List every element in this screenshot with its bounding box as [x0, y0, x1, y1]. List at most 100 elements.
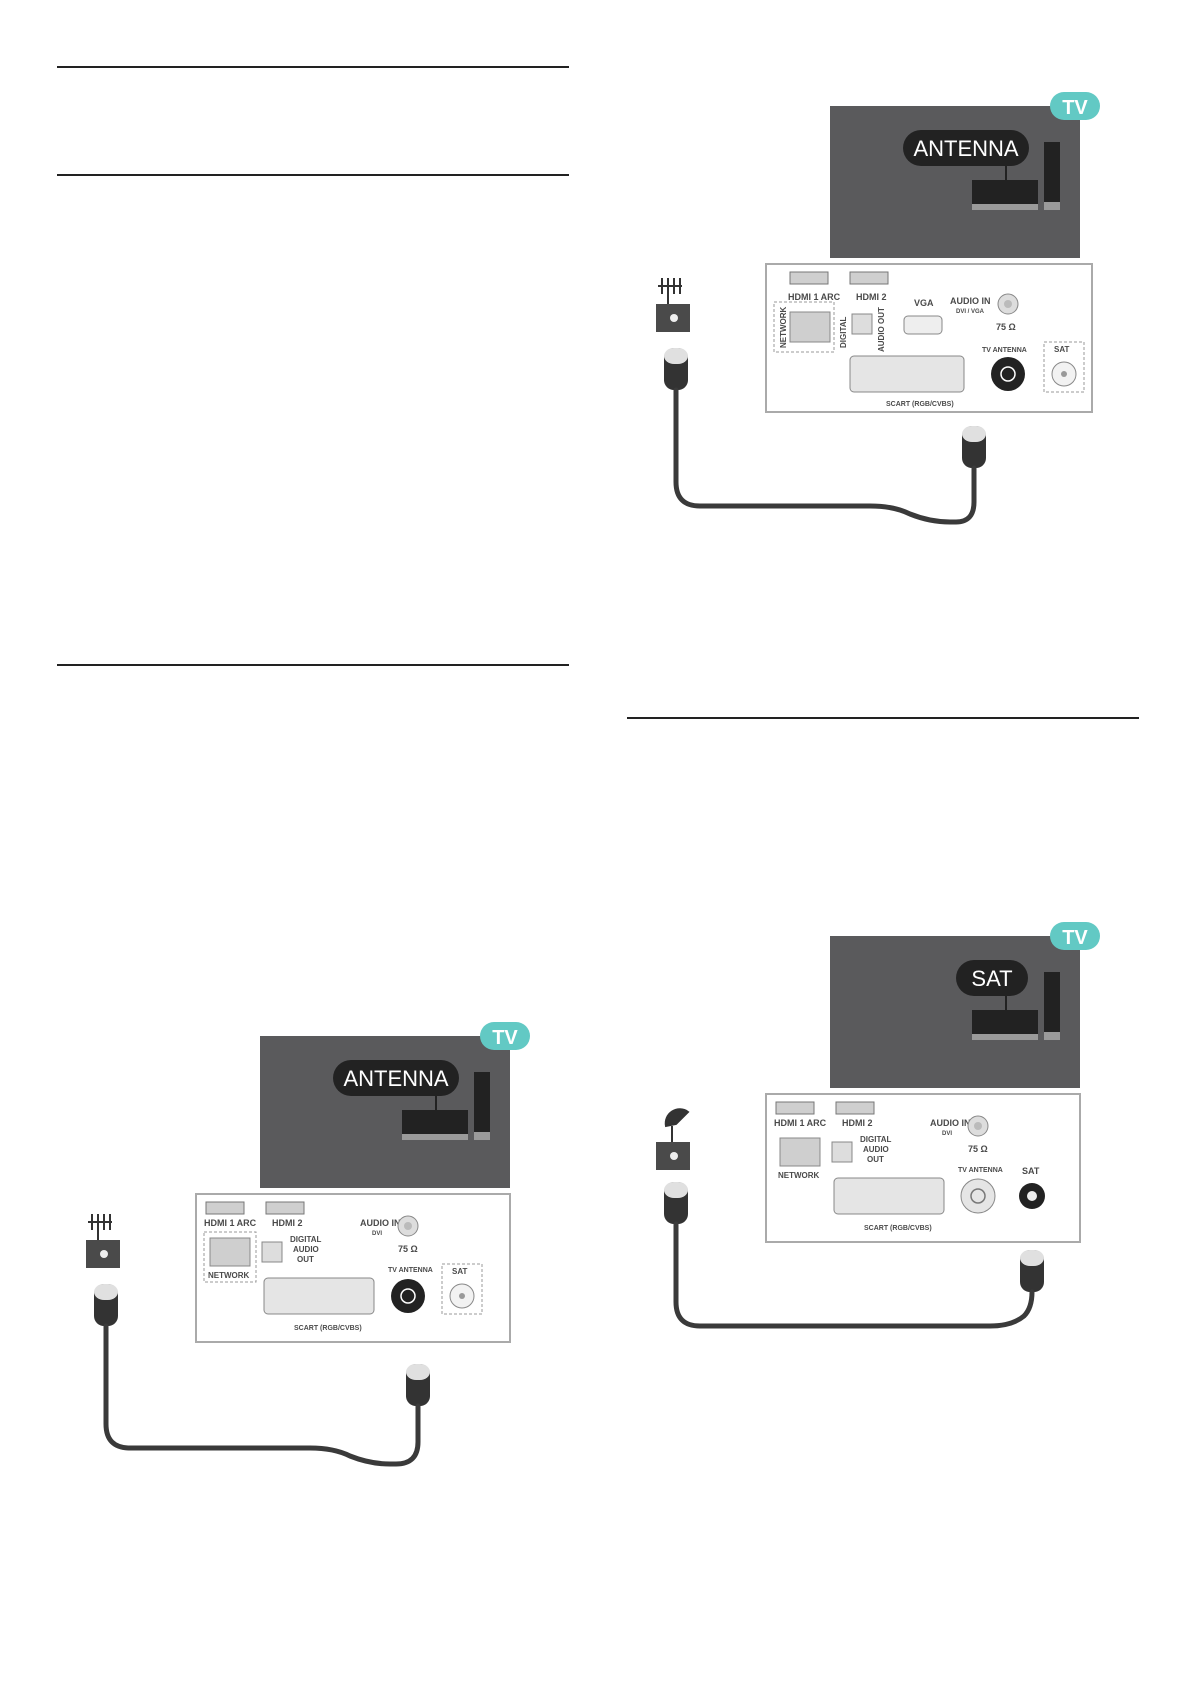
sat-callout-label: SAT — [971, 966, 1012, 991]
scart-label: SCART (RGB/CVBS) — [294, 1325, 362, 1332]
antenna-callout — [333, 1060, 459, 1096]
tv-side-bar — [1044, 142, 1060, 204]
tv-antenna-label: TV ANTENNA — [982, 347, 1027, 354]
out-label: OUT — [297, 1255, 314, 1264]
tv-badge — [480, 1022, 530, 1050]
network-frame — [203, 1231, 257, 1283]
audio-in-jack-core — [1004, 300, 1012, 308]
audio-in-label: AUDIO IN — [950, 296, 991, 306]
hdmi1-label: HDMI 1 ARC — [204, 1218, 257, 1228]
plug-left-ferrule — [664, 348, 688, 364]
satellite-cable — [673, 1221, 1035, 1329]
tv-body — [830, 936, 1080, 1088]
tv-antenna-label: TV ANTENNA — [958, 1167, 1003, 1174]
hdmi1-port — [775, 1101, 815, 1115]
connector-panel — [195, 1193, 511, 1343]
hdmi1-label: HDMI 1 ARC — [774, 1118, 827, 1128]
tv-connector-cap — [972, 1034, 1038, 1040]
connector-panel — [765, 1093, 1081, 1243]
sat-jack-core — [1061, 371, 1067, 377]
digital-label: DIGITAL — [290, 1235, 322, 1244]
ohm-label: 75 Ω — [968, 1144, 988, 1154]
tv-body — [260, 1036, 510, 1188]
section-rule-2 — [57, 174, 569, 176]
section-rule-1 — [57, 66, 569, 68]
scart-port — [849, 355, 965, 393]
wall-outlet-hole — [100, 1250, 108, 1258]
sat-frame — [441, 1263, 483, 1315]
tv-antenna-jack-ring — [400, 1288, 416, 1304]
tv-badge — [1050, 92, 1100, 120]
sat-label: SAT — [1022, 1166, 1040, 1176]
antenna-cable — [673, 387, 977, 525]
audio-in-sublabel: DVI — [372, 1231, 382, 1237]
plug-right-ferrule — [962, 426, 986, 442]
hdmi2-port — [849, 271, 889, 285]
hdmi2-label: HDMI 2 — [272, 1218, 303, 1228]
tv-antenna-jack — [960, 1178, 996, 1214]
digital-audio-port — [261, 1241, 283, 1263]
tv-antenna-jack — [991, 357, 1025, 391]
network-port — [779, 1137, 821, 1167]
audio-in-jack-core — [404, 1222, 412, 1230]
audio-in-sublabel: DVI / VGA — [956, 309, 985, 315]
section-rule-3 — [57, 664, 569, 666]
antenna-callout — [903, 130, 1029, 166]
hdmi1-port — [205, 1201, 245, 1215]
antenna-symbol-icon — [658, 278, 682, 304]
tv-antenna-jack-ring — [970, 1188, 986, 1204]
vga-port — [903, 315, 943, 335]
tv-connector-block — [972, 180, 1038, 206]
scart-label: SCART (RGB/CVBS) — [886, 401, 954, 408]
hdmi2-port — [835, 1101, 875, 1115]
audio-in-label: AUDIO IN — [360, 1218, 401, 1228]
plug-left-ferrule — [94, 1284, 118, 1300]
antenna-callout-label: ANTENNA — [913, 136, 1018, 161]
tv-connector-cap — [972, 204, 1038, 210]
audio-in-sublabel: DVI — [942, 1131, 952, 1137]
sat-label: SAT — [452, 1267, 468, 1276]
satellite-connection-diagram: SAT TV HDMI 1 ARC HDMI 2 NETWORK DIGITAL… — [650, 920, 1110, 1380]
antenna-cable — [103, 1323, 421, 1467]
scart-label: SCART (RGB/CVBS) — [864, 1225, 932, 1232]
hdmi2-label: HDMI 2 — [842, 1118, 873, 1128]
plug-right-ferrule — [406, 1364, 430, 1380]
satellite-dish-icon — [664, 1108, 690, 1142]
tv-badge — [1050, 922, 1100, 950]
wall-outlet-hole — [670, 1152, 678, 1160]
hdmi1-label: HDMI 1 ARC — [788, 292, 841, 302]
network-frame — [773, 301, 835, 353]
digital-label: DIGITAL — [860, 1135, 892, 1144]
network-port — [209, 1237, 251, 1267]
ohm-label: 75 Ω — [398, 1244, 418, 1254]
sat-frame — [1043, 341, 1085, 393]
network-port — [789, 311, 831, 343]
audio-in-label: AUDIO IN — [930, 1118, 971, 1128]
network-label: NETWORK — [208, 1271, 250, 1280]
sat-jack-core — [459, 1293, 465, 1299]
sat-callout — [956, 960, 1028, 996]
sat-jack-core — [1027, 1191, 1037, 1201]
out-label: OUT — [867, 1155, 884, 1164]
plug-right-ferrule — [1020, 1250, 1044, 1266]
tv-side-bar-cap — [474, 1132, 490, 1140]
tv-side-bar-cap — [1044, 202, 1060, 210]
digital-audio-port — [851, 313, 873, 335]
vga-label: VGA — [914, 298, 934, 308]
antenna-symbol-icon — [88, 1214, 112, 1240]
sat-label: SAT — [1054, 345, 1070, 354]
hdmi1-port — [789, 271, 829, 285]
network-label: NETWORK — [778, 1171, 820, 1180]
hdmi2-label: HDMI 2 — [856, 292, 887, 302]
tv-connector-block — [402, 1110, 468, 1136]
tv-badge-label: TV — [1062, 927, 1088, 949]
tv-connector-cap — [402, 1134, 468, 1140]
antenna-connection-diagram-a: ANTENNA TV HDMI 1 ARC HDMI 2 NETWORK DIG… — [650, 90, 1110, 550]
tv-side-bar-cap — [1044, 1032, 1060, 1040]
scart-port — [833, 1177, 945, 1215]
audio-label: AUDIO — [863, 1145, 889, 1154]
audio-label: AUDIO — [293, 1245, 319, 1254]
tv-connector-block — [972, 1010, 1038, 1036]
scart-port — [263, 1277, 375, 1315]
digital-audio-port — [831, 1141, 853, 1163]
